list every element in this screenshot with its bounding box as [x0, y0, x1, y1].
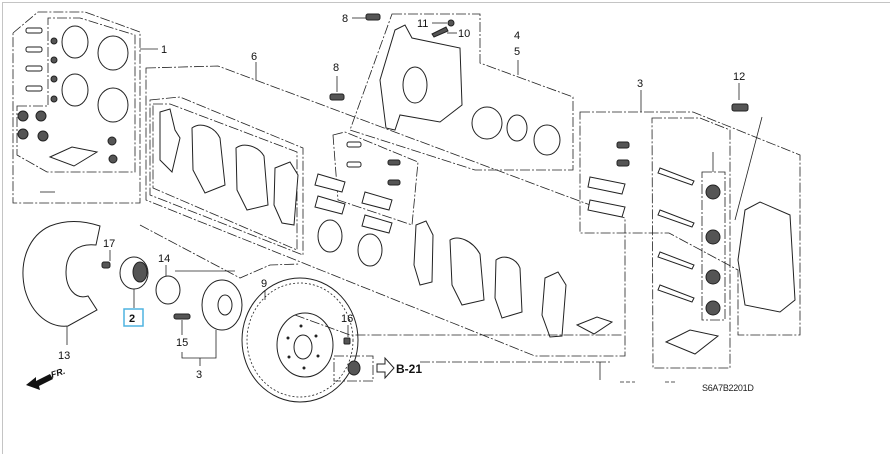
callout-8-top[interactable]: 8 [342, 13, 348, 25]
callout-2[interactable]: 2 [129, 313, 135, 325]
callout-13[interactable]: 12 [733, 71, 745, 83]
seal-kit-outline [12, 11, 141, 204]
seal-kit-grease-pack [48, 146, 99, 167]
seal-kit-caps [50, 37, 58, 103]
highlight-box-2[interactable] [123, 308, 144, 327]
callout-14[interactable]: 15 [176, 337, 188, 349]
seal-kit-rings [61, 25, 129, 123]
pad-set-group: 6 [145, 51, 626, 357]
caliper-bolt-8-top [365, 13, 381, 21]
disc-screw-group: 16 B-21 [333, 313, 422, 382]
callout-11[interactable]: 10 [458, 28, 470, 40]
bracket-bolts [616, 141, 630, 167]
seal-kit-inner-outline [16, 17, 136, 173]
circlip [155, 275, 181, 305]
callout-8-lower[interactable]: 8 [333, 62, 339, 74]
boot-box [701, 171, 726, 321]
bearing-group: 2 [119, 256, 149, 327]
caliper-bolt-8-lower [329, 93, 345, 101]
piston-seal [506, 114, 528, 142]
bracket-set-outline [579, 111, 801, 336]
frame-border-top [2, 2, 890, 3]
bracket-group: 3 12 [579, 71, 801, 369]
callout-5[interactable]: 5 [514, 46, 520, 58]
anti-squeal-shim-1 [317, 219, 343, 253]
slide-pin-box [651, 117, 731, 369]
brake-disc-vents [246, 282, 354, 398]
callout-12[interactable]: 11 [417, 18, 428, 30]
caliper-bore [402, 66, 428, 104]
pad-set-inner-outline-2 [152, 103, 298, 251]
hardware-pins [346, 141, 401, 186]
hub-group: 15 3 [173, 279, 243, 381]
brake-disc-hole [293, 334, 313, 360]
slide-pin-boots [705, 184, 721, 316]
callout-7[interactable]: 6 [251, 51, 257, 63]
splash-guard [22, 221, 101, 327]
pad-grease-pack [575, 316, 614, 335]
direction-label: FR. [50, 366, 67, 380]
pad-set-outline [145, 65, 626, 357]
pad-right-1 [449, 237, 485, 306]
seal-kit-boots [17, 110, 118, 164]
slide-pins [657, 167, 695, 303]
seal-kit-group: 1 [12, 11, 167, 204]
pad-left-2 [235, 144, 269, 211]
piston [471, 106, 503, 140]
bracket-bolt-13 [731, 103, 749, 112]
caliper-bracket [737, 201, 796, 313]
disc-screw [343, 337, 351, 345]
circlip-group: 14 [155, 253, 181, 305]
shim-right [413, 220, 434, 286]
ref-part-nut [347, 360, 361, 376]
bleeder-screw [431, 26, 449, 38]
callout-6[interactable]: 3 [637, 78, 643, 90]
hardware-clips [314, 173, 393, 234]
shim-right-2 [541, 271, 567, 338]
bracket-grease-pack [664, 329, 720, 355]
callout-17[interactable]: 17 [103, 238, 115, 250]
hub-center [217, 294, 233, 316]
disc-lug-holes [286, 324, 320, 370]
callout-15[interactable]: 14 [158, 253, 170, 265]
frame-border-left [2, 2, 3, 454]
lower-connector-1 [294, 314, 622, 336]
callout-1[interactable]: 1 [161, 44, 167, 56]
pad-right-2 [494, 256, 523, 319]
caliper-outline [349, 13, 574, 171]
ref-box [333, 355, 374, 382]
callout-4[interactable]: 4 [514, 30, 520, 42]
shim-left [159, 108, 181, 173]
right-arrow-icon [376, 356, 395, 380]
seal-kit-bolts [25, 27, 43, 92]
hub-bolt [173, 313, 191, 320]
pad-left-1 [191, 124, 226, 194]
bracket-clips [587, 176, 626, 218]
dust-boot [533, 124, 561, 156]
splash-guard-group: 13 17 [22, 221, 115, 362]
wheel-bearing-inner [132, 261, 148, 283]
diagram-code: S6A7B2201D [702, 383, 754, 393]
splash-guard-screw [101, 261, 111, 269]
callout-16[interactable]: 16 [341, 313, 353, 325]
caliper-group: 8 8 11 10 4 5 [329, 13, 574, 171]
hardware-box [332, 131, 419, 226]
shim-left-2 [273, 161, 299, 226]
callout-9[interactable]: 9 [261, 278, 267, 290]
pad-set-inner-outline [149, 96, 304, 256]
callout-10[interactable]: 13 [58, 350, 70, 362]
direction-indicator: FR. [26, 366, 66, 390]
reference-label[interactable]: B-21 [396, 362, 422, 376]
bleeder-cap [447, 19, 455, 27]
anti-squeal-shim-2 [357, 233, 383, 267]
front-arrow-icon [26, 374, 53, 390]
callout-3[interactable]: 3 [196, 369, 202, 381]
disc-group: 9 [139, 224, 359, 403]
